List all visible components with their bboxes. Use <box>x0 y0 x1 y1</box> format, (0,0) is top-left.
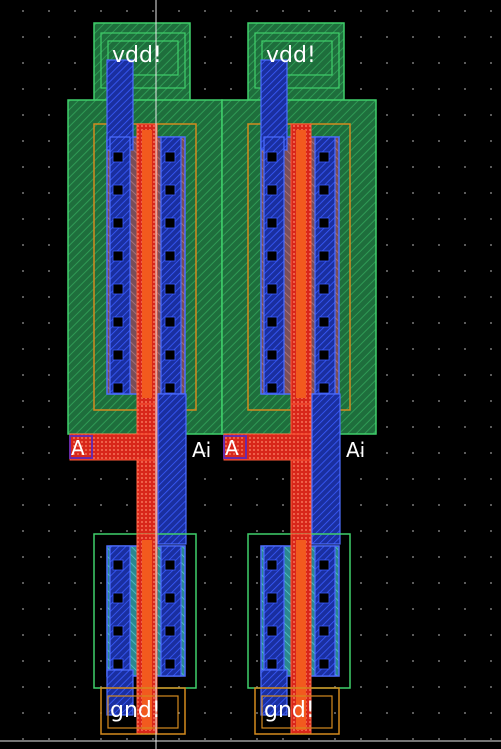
contact[interactable] <box>164 250 176 262</box>
inverter-cell-2[interactable] <box>221 22 377 735</box>
contact[interactable] <box>112 217 124 229</box>
poly-runner[interactable] <box>136 403 158 545</box>
contact[interactable] <box>318 382 330 394</box>
poly-gate-nmos-core[interactable] <box>296 540 306 730</box>
gnd-label: gnd! <box>264 698 315 723</box>
contact[interactable] <box>112 316 124 328</box>
contact[interactable] <box>112 184 124 196</box>
contact[interactable] <box>112 283 124 295</box>
contact[interactable] <box>164 316 176 328</box>
metal1-nmos-drain[interactable] <box>314 545 336 677</box>
input-label: A <box>71 436 85 460</box>
contact[interactable] <box>266 217 278 229</box>
metal1-nmos-drain[interactable] <box>160 545 182 677</box>
output-label: Ai <box>192 438 212 462</box>
contact[interactable] <box>164 184 176 196</box>
contact[interactable] <box>112 151 124 163</box>
gnd-pin-inner[interactable] <box>261 695 333 729</box>
poly-gate-core[interactable] <box>296 130 306 398</box>
vdd-pin-box[interactable] <box>254 32 340 89</box>
contact[interactable] <box>112 592 124 604</box>
contact[interactable] <box>164 283 176 295</box>
contact[interactable] <box>266 658 278 670</box>
contact[interactable] <box>318 151 330 163</box>
contact[interactable] <box>112 625 124 637</box>
contact[interactable] <box>318 250 330 262</box>
contact[interactable] <box>266 625 278 637</box>
input-pin-box[interactable] <box>69 435 93 459</box>
contact[interactable] <box>112 349 124 361</box>
poly-gate-core[interactable] <box>142 130 152 398</box>
contact[interactable] <box>266 382 278 394</box>
gnd-label: gnd! <box>110 698 161 723</box>
vdd-pin-inner[interactable] <box>107 40 179 76</box>
vdd-label: vdd! <box>112 43 162 68</box>
input-pin-box[interactable] <box>223 435 247 459</box>
contact[interactable] <box>266 316 278 328</box>
contact[interactable] <box>164 349 176 361</box>
contact[interactable] <box>164 658 176 670</box>
contact[interactable] <box>266 151 278 163</box>
contact[interactable] <box>266 184 278 196</box>
contact[interactable] <box>164 382 176 394</box>
contact[interactable] <box>164 625 176 637</box>
contact[interactable] <box>318 625 330 637</box>
poly-input[interactable] <box>223 433 312 461</box>
contact[interactable] <box>266 349 278 361</box>
contact[interactable] <box>318 592 330 604</box>
contact[interactable] <box>318 559 330 571</box>
contact[interactable] <box>164 559 176 571</box>
gnd-pin-inner[interactable] <box>107 695 179 729</box>
contact[interactable] <box>164 592 176 604</box>
gnd-pin-box[interactable] <box>100 687 186 735</box>
vdd-pin-inner[interactable] <box>261 40 333 76</box>
contact[interactable] <box>318 349 330 361</box>
contact[interactable] <box>318 658 330 670</box>
inverter-cell-1[interactable] <box>67 22 223 735</box>
contact[interactable] <box>266 592 278 604</box>
metal1-output[interactable] <box>311 393 341 545</box>
poly-runner[interactable] <box>290 403 312 545</box>
metal1-vdd-strap[interactable] <box>260 59 288 151</box>
contact[interactable] <box>318 217 330 229</box>
poly-input[interactable] <box>69 433 158 461</box>
contact[interactable] <box>112 658 124 670</box>
contact[interactable] <box>318 316 330 328</box>
contact[interactable] <box>266 283 278 295</box>
gnd-pin-box[interactable] <box>254 687 340 735</box>
contact[interactable] <box>266 559 278 571</box>
metal1-pmos-source[interactable] <box>109 136 131 395</box>
input-label: A <box>225 436 239 460</box>
contact[interactable] <box>112 382 124 394</box>
metal1-output[interactable] <box>157 393 187 545</box>
contact[interactable] <box>112 559 124 571</box>
contact[interactable] <box>318 283 330 295</box>
vdd-pin-box[interactable] <box>100 32 186 89</box>
contact[interactable] <box>266 250 278 262</box>
metal1-gnd-strap[interactable] <box>106 669 134 716</box>
contact[interactable] <box>164 217 176 229</box>
contact[interactable] <box>112 250 124 262</box>
metal1-pmos-source[interactable] <box>263 136 285 395</box>
contact[interactable] <box>164 151 176 163</box>
contact[interactable] <box>318 184 330 196</box>
vdd-label: vdd! <box>266 43 316 68</box>
poly-gate-nmos-core[interactable] <box>142 540 152 730</box>
output-label: Ai <box>346 438 366 462</box>
metal1-gnd-strap[interactable] <box>260 669 288 716</box>
